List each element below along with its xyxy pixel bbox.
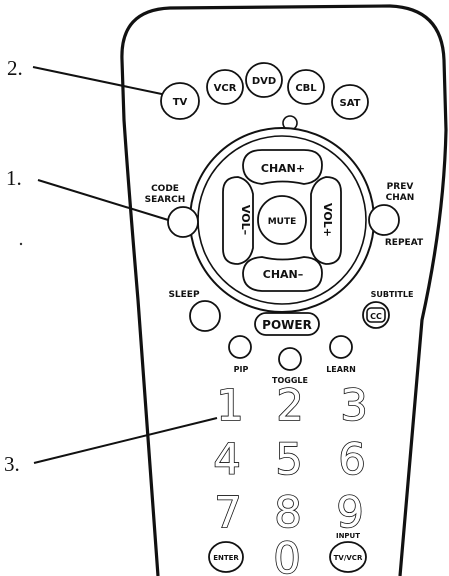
callout-3: 3. (4, 452, 20, 476)
toggle-button[interactable] (278, 347, 302, 371)
source-button-dvd[interactable]: DVD (245, 62, 283, 98)
power-label: POWER (262, 318, 312, 332)
chan-down-button[interactable]: CHAN– (242, 256, 323, 292)
prev-chan-label-1: PREV (387, 182, 414, 192)
subtitle-label: SUBTITLE (371, 290, 414, 299)
vol-up-button[interactable]: VOL+ (310, 176, 342, 265)
repeat-label: REPEAT (385, 238, 424, 248)
source-button-sat[interactable]: SAT (331, 84, 369, 120)
source-button-tv[interactable]: TV (160, 82, 200, 120)
sleep-label: SLEEP (168, 290, 200, 300)
source-label-vcr: VCR (214, 83, 237, 94)
pip-label: PIP (234, 365, 249, 374)
source-label-tv: TV (173, 97, 188, 108)
input-label: INPUT (336, 532, 360, 540)
digit-2-button[interactable]: 2 (276, 380, 305, 432)
callout-3-arrow (33, 417, 218, 464)
source-label-sat: SAT (340, 98, 361, 109)
digit-9-button[interactable]: 9 (336, 487, 365, 539)
digit-8-button[interactable]: 8 (274, 487, 303, 539)
chan-up-button[interactable]: CHAN+ (242, 149, 323, 185)
code-search-label-1: CODE (151, 184, 179, 194)
prev-chan-label-2: CHAN (386, 193, 415, 203)
code-search-label-2: SEARCH (145, 195, 186, 205)
cc-button[interactable]: CC (362, 301, 390, 329)
digit-7-button[interactable]: 7 (214, 487, 243, 539)
callout-1-arrow (37, 179, 179, 224)
digit-0-button[interactable]: 0 (273, 533, 302, 576)
tv-vcr-button[interactable]: TV/VCR (329, 541, 367, 573)
digit-6-button[interactable]: 6 (338, 434, 367, 486)
learn-button[interactable] (329, 335, 353, 359)
mute-button[interactable]: MUTE (257, 195, 307, 245)
code-search-button[interactable] (167, 206, 199, 238)
tv-vcr-label: TV/VCR (334, 554, 363, 562)
source-button-cbl[interactable]: CBL (287, 69, 325, 105)
callout-2: 2. (7, 56, 23, 80)
digit-1-button[interactable]: 1 (216, 380, 245, 432)
callout-1: 1. (6, 166, 22, 190)
source-label-cbl: CBL (295, 83, 317, 94)
learn-label: LEARN (326, 365, 356, 374)
toggle-label: TOGGLE (272, 376, 308, 385)
power-button[interactable]: POWER (254, 312, 320, 336)
digit-4-button[interactable]: 4 (213, 434, 242, 486)
prev-chan-button[interactable] (368, 204, 400, 236)
pip-button[interactable] (228, 335, 252, 359)
mute-label: MUTE (268, 217, 297, 227)
source-button-vcr[interactable]: VCR (206, 69, 244, 105)
callout-2-arrow (32, 66, 177, 98)
enter-label: ENTER (213, 554, 239, 562)
sleep-button[interactable] (189, 300, 221, 332)
vol-up-label: VOL+ (321, 203, 334, 237)
chan-up-label: CHAN+ (261, 162, 305, 175)
source-label-dvd: DVD (252, 76, 276, 87)
digit-3-button[interactable]: 3 (340, 380, 369, 432)
speck-dot (19, 242, 23, 246)
cc-label: CC (370, 312, 382, 321)
enter-button[interactable]: ENTER (208, 541, 244, 573)
digit-5-button[interactable]: 5 (275, 434, 304, 486)
vol-down-label: VOL– (239, 205, 252, 235)
vol-down-button[interactable]: VOL– (222, 176, 254, 265)
chan-down-label: CHAN– (263, 268, 304, 281)
